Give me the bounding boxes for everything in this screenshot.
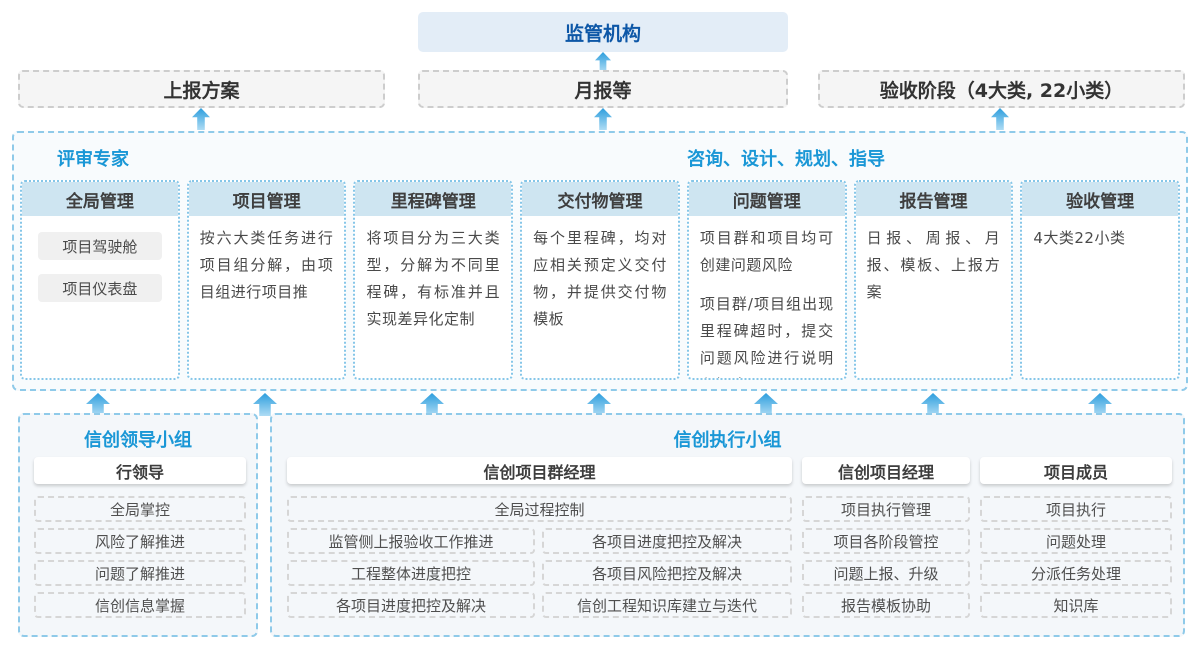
column-item: 项目仪表盘	[38, 274, 162, 302]
report-box-acceptance: 验收阶段（4大类, 22小类）	[818, 70, 1185, 108]
leadership-group-title: 信创领导小组	[84, 430, 192, 451]
column-deliverable-management: 交付物管理 每个里程碑，均对应相关预定义交付物，并提供交付物模板	[520, 180, 680, 380]
management-columns: 全局管理 项目驾驶舱 项目仪表盘 项目管理 按六大类任务进行项目组分解，由项目组…	[20, 180, 1181, 380]
column-acceptance-management: 验收管理 4大类22小类	[1020, 180, 1181, 380]
task-item: 全局过程控制	[287, 496, 792, 522]
report-box-plan: 上报方案	[18, 70, 385, 108]
task-item: 项目各阶段管控	[802, 528, 970, 554]
expert-container: 评审专家 咨询、设计、规划、指导 全局管理 项目驾驶舱 项目仪表盘 项目管理 按…	[12, 131, 1188, 391]
task-item: 风险了解推进	[34, 528, 246, 554]
leadership-group-box: 信创领导小组 行领导 全局掌控 风险了解推进 问题了解推进 信创信息掌握	[18, 413, 258, 637]
task-item: 问题上报、升级	[802, 560, 970, 586]
report-plan-label: 上报方案	[163, 79, 240, 102]
column-paragraph: 按六大类任务进行项目组分解，由项目组进行项目推	[199, 229, 334, 301]
role-badge-program-manager: 信创项目群经理	[287, 457, 792, 484]
column-item: 项目驾驶舱	[38, 232, 162, 260]
column-paragraph: 项目群/项目组出现里程碑超时，提交问题风险进行说明和解决	[699, 295, 834, 378]
column-paragraph: 每个里程碑，均对应相关预定义交付物，并提供交付物模板	[533, 229, 667, 328]
task-item: 项目执行管理	[802, 496, 970, 522]
column-project-management: 项目管理 按六大类任务进行项目组分解，由项目组进行项目推	[186, 180, 347, 380]
task-item: 各项目风险把控及解决	[542, 560, 792, 586]
column-milestone-management: 里程碑管理 将项目分为三大类型，分解为不同里程碑，有标准并且实现差异化定制	[353, 180, 514, 380]
column-header: 项目管理	[188, 182, 345, 216]
column-paragraph: 将项目分为三大类型，分解为不同里程碑，有标准并且实现差异化定制	[366, 229, 501, 328]
task-item: 问题了解推进	[34, 560, 246, 586]
up-arrow-icon	[594, 108, 612, 130]
task-item: 各项目进度把控及解决	[287, 592, 535, 618]
task-item: 问题处理	[980, 528, 1172, 554]
report-acceptance-label: 验收阶段（4大类, 22小类）	[879, 79, 1124, 102]
task-item: 各项目进度把控及解决	[542, 528, 792, 554]
report-monthly-label: 月报等	[574, 79, 632, 102]
regulator-label: 监管机构	[564, 22, 641, 45]
task-item: 信创信息掌握	[34, 592, 246, 618]
regulator-box: 监管机构	[418, 12, 788, 52]
column-header: 验收管理	[1022, 182, 1179, 216]
column-paragraph: 项目群和项目均可创建问题风险	[699, 229, 834, 274]
task-item: 全局掌控	[34, 496, 246, 522]
up-arrow-icon	[991, 108, 1009, 130]
task-item: 报告模板协助	[802, 592, 970, 618]
task-item: 监管侧上报验收工作推进	[287, 528, 535, 554]
execution-group-title: 信创执行小组	[673, 430, 782, 451]
task-item: 工程整体进度把控	[287, 560, 535, 586]
up-arrow-icon	[192, 108, 210, 130]
column-header: 问题管理	[688, 182, 845, 216]
column-header: 交付物管理	[522, 182, 678, 216]
consulting-title: 咨询、设计、规划、指导	[687, 149, 885, 170]
role-badge-project-manager: 信创项目经理	[802, 457, 970, 484]
role-badge-bank-leader: 行领导	[34, 457, 246, 484]
column-header: 全局管理	[22, 182, 178, 216]
task-item: 知识库	[980, 592, 1172, 618]
execution-group-box: 信创执行小组 信创项目群经理 全局过程控制 监管侧上报验收工作推进 工程整体进度…	[270, 413, 1185, 637]
task-item: 分派任务处理	[980, 560, 1172, 586]
task-item: 项目执行	[980, 496, 1172, 522]
column-header: 里程碑管理	[355, 182, 512, 216]
column-paragraph: 4大类22小类	[1033, 229, 1126, 247]
task-item: 信创工程知识库建立与迭代	[542, 592, 792, 618]
review-expert-title: 评审专家	[57, 149, 129, 170]
column-global-management: 全局管理 项目驾驶舱 项目仪表盘	[20, 180, 180, 380]
role-badge-project-member: 项目成员	[980, 457, 1172, 484]
up-arrow-icon	[595, 52, 611, 72]
column-report-management: 报告管理 日报、周报、月报、模板、上报方案	[853, 180, 1014, 380]
column-paragraph: 日报、周报、月报、模板、上报方案	[866, 229, 1001, 301]
column-issue-management: 问题管理 项目群和项目均可创建问题风险 项目群/项目组出现里程碑超时，提交问题风…	[686, 180, 847, 380]
report-box-monthly: 月报等	[418, 70, 788, 108]
column-header: 报告管理	[855, 182, 1012, 216]
